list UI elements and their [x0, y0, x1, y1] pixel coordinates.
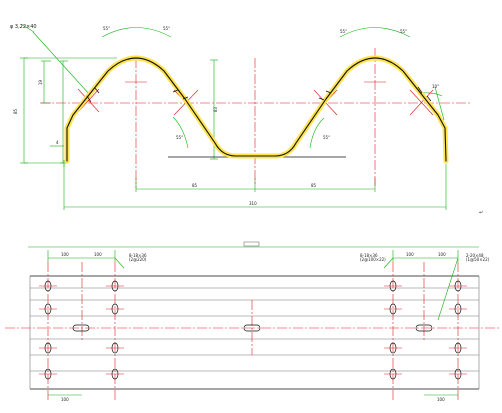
- plan-green-markers: [47, 250, 459, 396]
- plan-view: 100 100 100 100 100 100 8-18×36 (2@220) …: [5, 241, 500, 402]
- plan-top-left-spacing-2: 100: [94, 252, 102, 257]
- plan-right-callout-b-line-1: 2-20×48: [466, 253, 484, 258]
- plan-left-callout-line-2: (2@220): [129, 257, 147, 262]
- section-view: φ 3,22×40 55° 55° 55° 55° 10° 55° 55° 85…: [10, 23, 483, 216]
- plan-bottom-right-spacing: 100: [437, 397, 445, 402]
- angle-left-a: 55°: [103, 26, 110, 31]
- angle-bottom-left: 55°: [176, 135, 183, 140]
- profile-hole-markers: [86, 86, 432, 103]
- overall-width-label: 310: [249, 201, 257, 206]
- plan-right-callout-a: 8-18×36 (2@100×22): [360, 253, 386, 262]
- plan-left-callout-line-1: 8-18×36: [129, 253, 147, 258]
- overall-height-label: 85: [13, 108, 18, 114]
- left-half-width-label: 85: [192, 183, 198, 188]
- plan-top-left-spacing-1: 100: [61, 252, 69, 257]
- plan-right-callout-b: 2-20×48 (1@50×22): [466, 253, 490, 262]
- plan-hole-crosses: [39, 285, 467, 375]
- plan-left-callout: 8-18×36 (2@220): [129, 253, 148, 262]
- plan-bottom-left-spacing: 100: [61, 397, 69, 402]
- angle-left-b: 55°: [163, 26, 170, 31]
- angle-bottom-right: 55°: [323, 135, 330, 140]
- plan-top-right-spacing-2: 100: [438, 252, 446, 257]
- section-center-lines: [40, 48, 471, 188]
- plan-top-right-spacing-1: 100: [406, 252, 414, 257]
- bolt-holes: [44, 280, 462, 380]
- hole-note: φ 3,22×40: [10, 24, 37, 30]
- upper-height-label: 19: [38, 79, 43, 85]
- angle-right-edge: 10°: [432, 84, 439, 89]
- return-mark: ↵: [479, 210, 483, 216]
- plan-rails: [30, 287, 479, 372]
- left-foot-label: 4: [56, 140, 59, 145]
- section-dimension-lines: [20, 23, 447, 210]
- plan-right-callout-a-line-1: 8-18×36: [360, 253, 378, 258]
- plan-top-tab: [243, 241, 260, 247]
- plan-right-callout-b-line-2: (1@50×22): [466, 257, 490, 262]
- right-half-width-label: 85: [311, 183, 317, 188]
- angle-right-b: 55°: [400, 29, 407, 34]
- plan-vertical-center-lines: [47, 262, 459, 400]
- w-beam-profile: [66, 57, 447, 162]
- angle-right-a: 55°: [340, 29, 347, 34]
- plan-right-callout-a-line-2: (2@100×22): [360, 257, 386, 262]
- w-beam-profile-highlight: [64, 55, 449, 164]
- center-height-label: 83: [213, 106, 218, 112]
